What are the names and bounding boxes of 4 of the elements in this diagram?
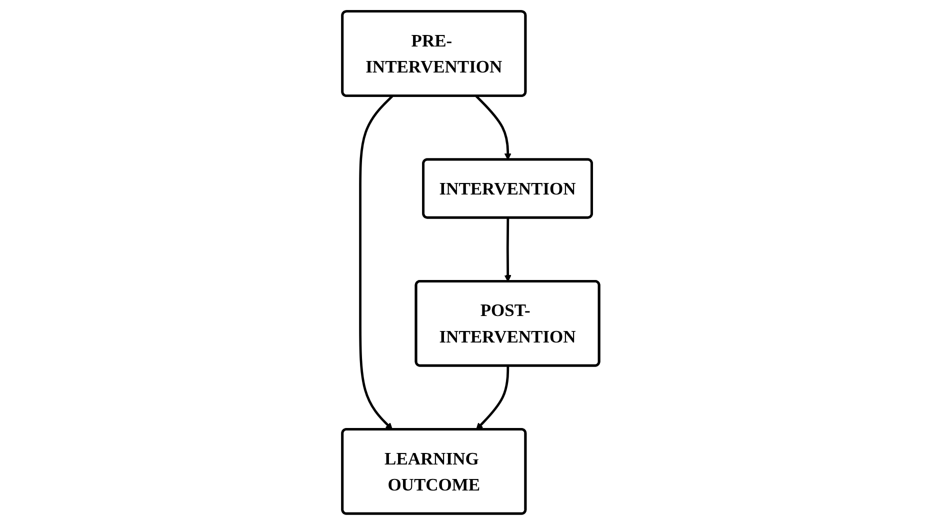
arrow	[359, 95, 394, 430]
arrow	[476, 366, 510, 430]
arrow	[476, 95, 512, 160]
arrow	[504, 218, 512, 282]
